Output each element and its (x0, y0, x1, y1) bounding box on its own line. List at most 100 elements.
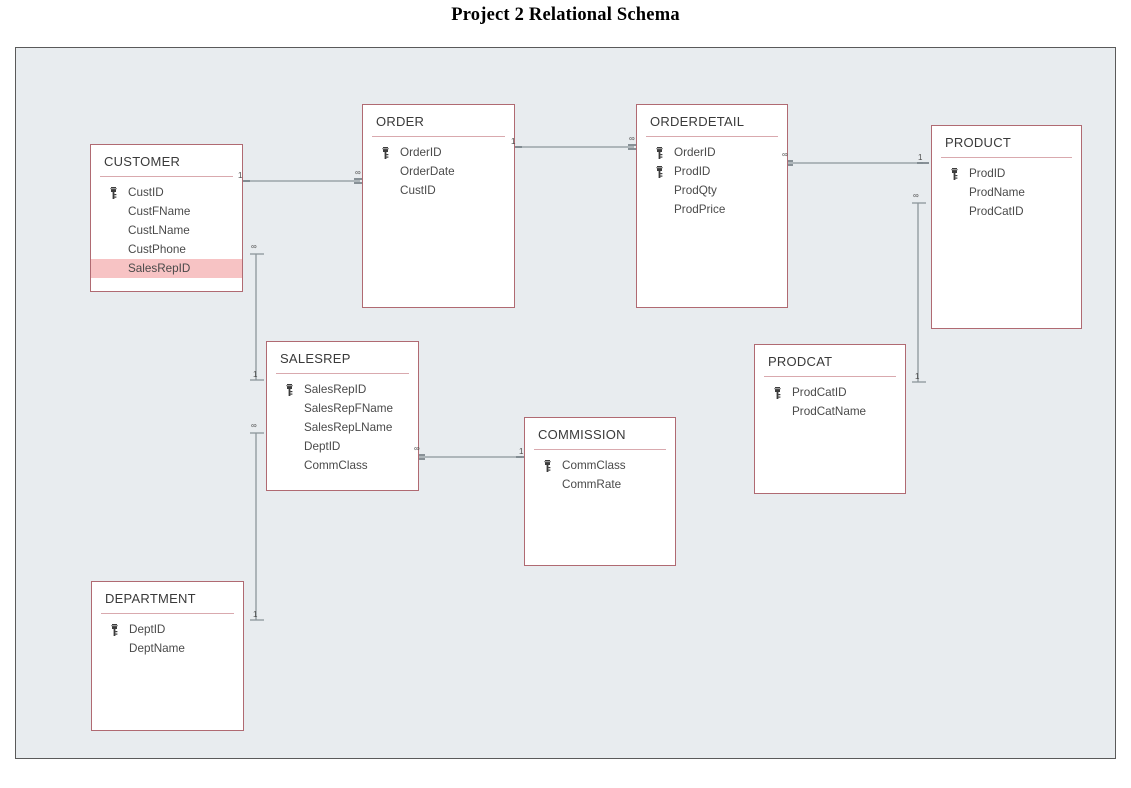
attribute-row[interactable]: OrderDate (363, 162, 514, 181)
attribute-row[interactable]: OrderID (637, 143, 787, 162)
entity-department[interactable]: DEPARTMENT DeptID DeptName (91, 581, 244, 731)
attribute-list: CommClass CommRate (525, 450, 675, 494)
attribute-name: ProdQty (674, 184, 717, 197)
entity-title: COMMISSION (538, 427, 626, 442)
entity-product[interactable]: PRODUCT ProdID ProdName ProdCatID (931, 125, 1082, 329)
cardinality-mark: 1 (519, 447, 524, 456)
cardinality-mark: 1 (253, 370, 258, 379)
attribute-name: ProdName (969, 186, 1025, 199)
attribute-row[interactable]: CommClass (267, 456, 418, 475)
attribute-name: OrderID (400, 146, 442, 159)
attribute-name: CommClass (304, 459, 368, 472)
cardinality-mark: ∞ (414, 444, 420, 453)
attribute-name: DeptID (129, 623, 166, 636)
attribute-list: SalesRepID SalesRepFName SalesRepLName D… (267, 374, 418, 475)
primary-key-icon (110, 187, 117, 199)
primary-key-icon (111, 624, 118, 636)
attribute-name: CustPhone (128, 243, 186, 256)
attribute-row[interactable]: ProdQty (637, 181, 787, 200)
header-rule (276, 373, 409, 374)
attribute-name: DeptName (129, 642, 185, 655)
attribute-row[interactable]: CustPhone (91, 240, 242, 259)
attribute-row[interactable]: ProdID (932, 164, 1081, 183)
attribute-row[interactable]: ProdID (637, 162, 787, 181)
entity-title: CUSTOMER (104, 154, 181, 169)
attribute-name: CommClass (562, 459, 626, 472)
attribute-row[interactable]: ProdPrice (637, 200, 787, 219)
attribute-name: ProdID (674, 165, 711, 178)
attribute-list: CustID CustFName CustLName CustPhone Sal… (91, 177, 242, 278)
header-rule (764, 376, 896, 377)
entity-title: ORDER (376, 114, 425, 129)
attribute-name: SalesRepID (304, 383, 367, 396)
entity-order[interactable]: ORDER OrderID OrderDate CustID (362, 104, 515, 308)
entity-title: PRODUCT (945, 135, 1012, 150)
attribute-row[interactable]: ProdName (932, 183, 1081, 202)
attribute-name: ProdCatID (969, 205, 1024, 218)
header-rule (372, 136, 505, 137)
attribute-name: ProdPrice (674, 203, 726, 216)
primary-key-icon (656, 147, 663, 159)
attribute-row[interactable]: CustLName (91, 221, 242, 240)
attribute-row[interactable]: DeptID (267, 437, 418, 456)
attribute-row[interactable]: SalesRepID (267, 380, 418, 399)
page-title: Project 2 Relational Schema (451, 5, 680, 25)
cardinality-mark: 1 (511, 137, 516, 146)
entity-title: DEPARTMENT (105, 591, 196, 606)
attribute-row[interactable]: CustID (363, 181, 514, 200)
attribute-name: DeptID (304, 440, 341, 453)
header-rule (646, 136, 778, 137)
attribute-row[interactable]: CustFName (91, 202, 242, 221)
entity-title: SALESREP (280, 351, 351, 366)
header-rule (534, 449, 666, 450)
attribute-name: CustLName (128, 224, 190, 237)
attribute-row[interactable]: ProdCatID (932, 202, 1081, 221)
attribute-list: ProdCatID ProdCatName (755, 377, 905, 421)
attribute-name: CommRate (562, 478, 622, 491)
cardinality-mark: 1 (918, 153, 923, 162)
attribute-name: ProdCatID (792, 386, 847, 399)
header-rule (100, 176, 233, 177)
attribute-list: ProdID ProdName ProdCatID (932, 158, 1081, 221)
attribute-row[interactable]: ProdCatID (755, 383, 905, 402)
attribute-row[interactable]: DeptName (92, 639, 243, 658)
attribute-row[interactable]: CommRate (525, 475, 675, 494)
attribute-name: ProdID (969, 167, 1006, 180)
entity-title: PRODCAT (768, 354, 833, 369)
header-rule (941, 157, 1072, 158)
attribute-name: SalesRepFName (304, 402, 393, 415)
entity-salesrep[interactable]: SALESREP SalesRepID SalesRepFName SalesR… (266, 341, 419, 491)
attribute-list: OrderID OrderDate CustID (363, 137, 514, 200)
cardinality-mark: ∞ (782, 150, 788, 159)
cardinality-mark: ∞ (913, 191, 919, 200)
primary-key-icon (774, 387, 781, 399)
attribute-name: SalesRepID (128, 262, 191, 275)
entity-commission[interactable]: COMMISSION CommClass CommRate (524, 417, 676, 566)
schema-canvas: CUSTOMER CustID CustFName CustLName Cust… (15, 47, 1116, 759)
attribute-name: SalesRepLName (304, 421, 393, 434)
entity-title: ORDERDETAIL (650, 114, 745, 129)
primary-key-icon (656, 166, 663, 178)
cardinality-mark: 1 (253, 610, 258, 619)
attribute-row[interactable]: SalesRepLName (267, 418, 418, 437)
attribute-row-highlighted[interactable]: SalesRepID (91, 259, 242, 278)
attribute-row[interactable]: CustID (91, 183, 242, 202)
entity-customer[interactable]: CUSTOMER CustID CustFName CustLName Cust… (90, 144, 243, 292)
attribute-list: DeptID DeptName (92, 614, 243, 658)
cardinality-mark: ∞ (251, 421, 257, 430)
attribute-row[interactable]: CommClass (525, 456, 675, 475)
attribute-row[interactable]: OrderID (363, 143, 514, 162)
attribute-name: CustFName (128, 205, 191, 218)
entity-orderdetail[interactable]: ORDERDETAIL OrderID ProdID ProdQty ProdP… (636, 104, 788, 308)
cardinality-mark: ∞ (355, 168, 361, 177)
attribute-row[interactable]: ProdCatName (755, 402, 905, 421)
cardinality-mark: ∞ (629, 134, 635, 143)
entity-prodcat[interactable]: PRODCAT ProdCatID ProdCatName (754, 344, 906, 494)
cardinality-mark: 1 (915, 372, 920, 381)
attribute-name: ProdCatName (792, 405, 867, 418)
header-rule (101, 613, 234, 614)
attribute-row[interactable]: SalesRepFName (267, 399, 418, 418)
attribute-name: CustID (400, 184, 436, 197)
attribute-row[interactable]: DeptID (92, 620, 243, 639)
primary-key-icon (286, 384, 293, 396)
